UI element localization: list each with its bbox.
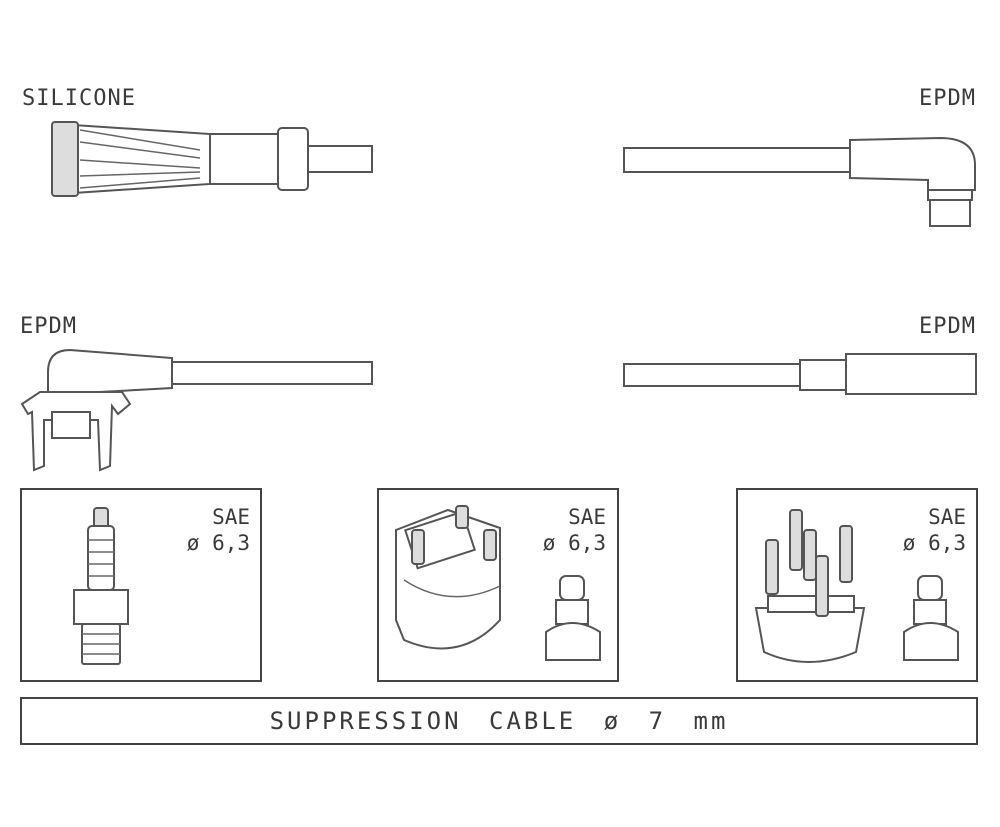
connector-3-diameter: ø 6,3 <box>902 531 966 555</box>
spark-plug <box>73 507 129 665</box>
cable-spec-banner: SUPPRESSION CABLE ø 7 mm <box>20 697 978 745</box>
connector-1-standard: SAE <box>212 505 250 529</box>
epdm-straight-boot <box>623 353 977 395</box>
connector-2-standard: SAE <box>568 505 606 529</box>
connector-1-spec: SAE ø 6,3 <box>160 504 250 556</box>
connector-3-spec: SAE ø 6,3 <box>876 504 966 556</box>
cable-spec-label: SUPPRESSION CABLE ø 7 mm <box>269 707 729 735</box>
epdm-angled-boot-top <box>623 136 976 227</box>
connector-3-standard: SAE <box>928 505 966 529</box>
epdm-angled-boot-clip <box>20 348 373 472</box>
distributor-terminal <box>903 575 959 661</box>
label-epdm-mid-right: EPDM <box>919 314 976 339</box>
distributor-cap <box>754 509 866 663</box>
label-epdm-top-right: EPDM <box>919 86 976 111</box>
connector-1-diameter: ø 6,3 <box>186 531 250 555</box>
connector-2-spec: SAE ø 6,3 <box>516 504 606 556</box>
silicone-straight-boot <box>51 121 373 197</box>
coil-terminal <box>545 575 601 661</box>
ignition-coil <box>395 505 501 650</box>
label-epdm-mid-left: EPDM <box>20 314 77 339</box>
spark-plug-box <box>20 488 262 682</box>
connector-2-diameter: ø 6,3 <box>542 531 606 555</box>
label-silicone: SILICONE <box>22 86 136 111</box>
